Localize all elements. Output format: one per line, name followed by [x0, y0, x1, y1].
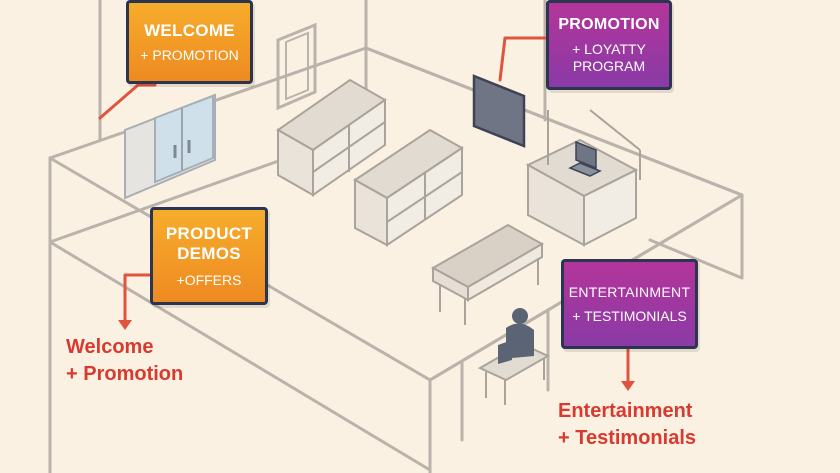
back-door: [276, 22, 317, 111]
product-demos-title-line1: PRODUCT: [165, 224, 253, 244]
entrance-door: [124, 93, 216, 200]
front-left-wall: [48, 156, 432, 472]
promotion-connector: [498, 36, 550, 82]
shelf-unit: [353, 128, 464, 247]
right-callout: Entertainment + Testimonials: [558, 398, 696, 452]
welcome-sign: WELCOME + PROMOTION: [126, 0, 253, 84]
shelf-unit: [276, 78, 387, 197]
seated-person-icon: [498, 308, 534, 364]
demos-arrow: [123, 273, 154, 328]
promotion-sign-title: PROMOTION: [558, 15, 660, 33]
entertainment-sign-title: ENTERTAINMENT: [568, 283, 691, 300]
welcome-sign-subtitle: + PROMOTION: [140, 46, 239, 63]
left-callout: Welcome + Promotion: [66, 334, 183, 388]
entertainment-arrowhead-icon: [621, 381, 635, 391]
demos-arrowhead-icon: [118, 320, 132, 330]
register-monitor: [568, 140, 602, 177]
right-callout-line1: Entertainment: [558, 400, 693, 422]
left-callout-line1: Welcome: [66, 336, 154, 358]
promotion-sign-subtitle-line1: + LOYATTY: [572, 41, 646, 58]
left-callout-line2: + Promotion: [66, 363, 184, 385]
right-callout-line2: + Testimonials: [558, 427, 697, 449]
product-demos-title-line2: DEMOS: [177, 243, 241, 263]
promotion-sign-subtitle-line2: PROGRAM: [572, 58, 646, 75]
demo-table: [430, 223, 545, 325]
product-demos-sign: PRODUCT DEMOS +OFFERS: [150, 207, 268, 305]
promotion-sign: PROMOTION + LOYATTY PROGRAM: [546, 0, 672, 90]
entertainment-sign-subtitle: + TESTIMONIALS: [572, 308, 687, 324]
welcome-connector: [98, 83, 157, 120]
checkout-counter: [525, 109, 641, 247]
entertainment-sign: ENTERTAINMENT + TESTIMONIALS: [561, 259, 698, 349]
product-demos-subtitle: +OFFERS: [176, 271, 242, 288]
wall-screen: [472, 74, 526, 148]
welcome-sign-title: WELCOME: [144, 21, 235, 41]
